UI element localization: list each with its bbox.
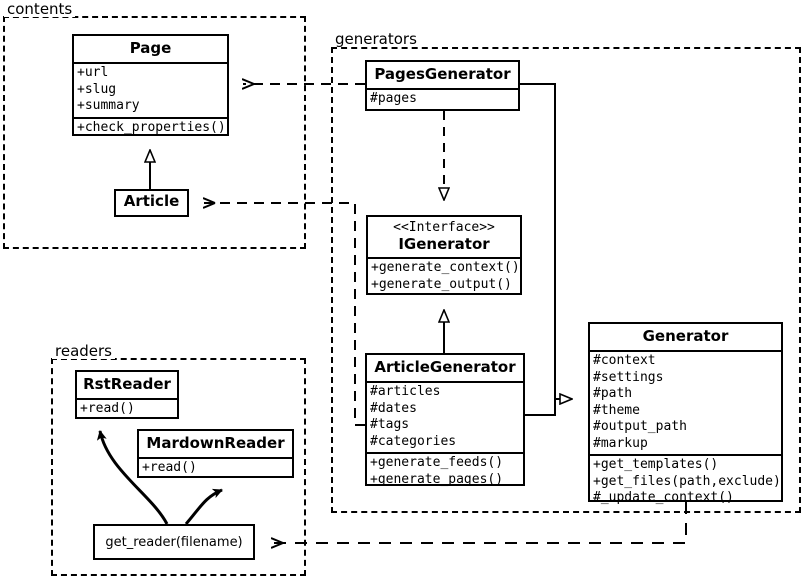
attribute: #path [593, 386, 633, 401]
function-get-reader-label: get_reader(filename) [105, 534, 243, 550]
class-igenerator[interactable]: <<Interface>> IGenerator +generate_conte… [366, 215, 522, 295]
attribute: #theme [593, 402, 640, 418]
attribute: #categories [370, 433, 457, 449]
attribute: #output_path [593, 419, 687, 434]
attribute: +summary [77, 98, 140, 113]
attribute: #dates [370, 400, 417, 416]
class-page-name: Page [129, 39, 172, 57]
class-igenerator-name: IGenerator [398, 235, 490, 253]
attribute: #context [593, 353, 656, 368]
method: +check_properties() [77, 119, 226, 135]
class-generator-methods: +get_templates() +get_files(path,exclude… [590, 454, 781, 509]
package-contents-label: contents [4, 1, 76, 17]
attribute: #tags [370, 417, 410, 432]
attribute: #markup [593, 435, 648, 451]
class-igenerator-stereotype: <<Interface>> [393, 220, 495, 235]
package-contents [3, 16, 306, 249]
attribute: #articles [370, 384, 441, 399]
class-article[interactable]: Article [114, 189, 189, 217]
class-pages-generator[interactable]: PagesGenerator #pages [365, 60, 520, 111]
class-article-name: Article [123, 192, 180, 210]
class-pages-generator-attributes: #pages [367, 88, 518, 110]
class-mardown-reader-name: MardownReader [146, 434, 285, 452]
method: +read() [80, 401, 135, 416]
class-igenerator-methods: +generate_context() +generate_output() [368, 257, 520, 295]
class-rst-reader[interactable]: RstReader +read() [75, 370, 179, 419]
class-article-generator-attributes: #articles #dates #tags #categories [367, 381, 523, 452]
class-generator[interactable]: Generator #context #settings #path #them… [588, 322, 783, 505]
class-rst-reader-methods: +read() [77, 398, 177, 420]
method: +generate_output() [371, 276, 512, 292]
method: #_update_context() [593, 490, 734, 505]
class-article-generator[interactable]: ArticleGenerator #articles #dates #tags … [365, 353, 525, 487]
class-generator-attributes: #context #settings #path #theme #output_… [590, 350, 781, 454]
attribute: +url [77, 65, 109, 80]
class-page[interactable]: Page +url +slug +summary +check_properti… [72, 34, 229, 136]
attribute: +slug [77, 81, 117, 97]
method: +generate_pages() [370, 471, 504, 487]
class-generator-name: Generator [642, 327, 729, 345]
package-generators-label: generators [332, 31, 420, 47]
class-rst-reader-name: RstReader [83, 375, 171, 393]
class-page-methods: +check_properties() [74, 116, 227, 139]
class-article-generator-methods: +generate_feeds() +generate_pages() [367, 452, 523, 490]
class-page-attributes: +url +slug +summary [74, 62, 227, 117]
class-article-generator-name: ArticleGenerator [374, 358, 516, 376]
class-mardown-reader[interactable]: MardownReader +read() [137, 429, 294, 478]
package-generators [331, 47, 801, 513]
method: +read() [142, 460, 197, 475]
class-pages-generator-name: PagesGenerator [374, 65, 511, 83]
package-readers [51, 358, 306, 576]
class-mardown-reader-methods: +read() [139, 457, 292, 479]
attribute: #settings [593, 369, 664, 385]
function-get-reader[interactable]: get_reader(filename) [93, 524, 255, 560]
method: +get_files(path,exclude) [593, 473, 781, 489]
method: +get_templates() [593, 457, 719, 472]
package-readers-label: readers [52, 343, 115, 359]
method: +generate_context() [371, 260, 520, 275]
attribute: #pages [370, 91, 417, 106]
method: +generate_feeds() [370, 455, 504, 470]
